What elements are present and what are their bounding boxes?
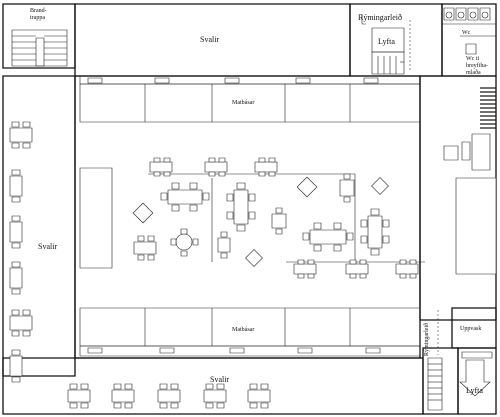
balcony-bottom-tables [68,384,270,408]
label-wc-accessible-3: mlaða [466,70,481,76]
label-elevator-bottom: Lyfta [466,386,483,395]
label-balcony-bottom: Svalir [210,375,230,384]
food-stalls-bottom [80,308,420,356]
label-balcony-left: Svalir [38,242,58,251]
label-balcony-top: Svalir [200,35,220,44]
label-evacuation-top: Rýmingarleið [358,13,402,22]
label-wc: Wc [462,30,471,36]
balcony-left-tables [10,122,32,382]
evacuation-route [410,20,438,355]
wc-fixtures [442,8,496,54]
label-dishwashing: Uppvask [460,326,482,332]
label-wc-accessible-2: hreyfiha- [466,63,488,69]
label-evacuation-bottom: Rýmingarleið [424,323,430,356]
stairs-bottom [428,352,492,410]
right-steps [480,88,496,128]
label-elevator-top: Lyfta [378,37,395,46]
outer-walls [3,4,496,414]
label-fire-stairs-2: trappa [30,15,45,21]
hall-furniture [80,134,496,274]
label-food-stalls-top: Matbásar [232,100,255,106]
fire-stairs [12,30,67,66]
label-wc-accessible-1: Wc ti [466,56,480,62]
tables [133,158,418,278]
elevator-top [362,14,404,74]
food-stalls-top [80,76,420,122]
label-food-stalls-bottom: Matbásar [232,327,255,333]
label-fire-stairs-1: Brand- [30,8,47,14]
